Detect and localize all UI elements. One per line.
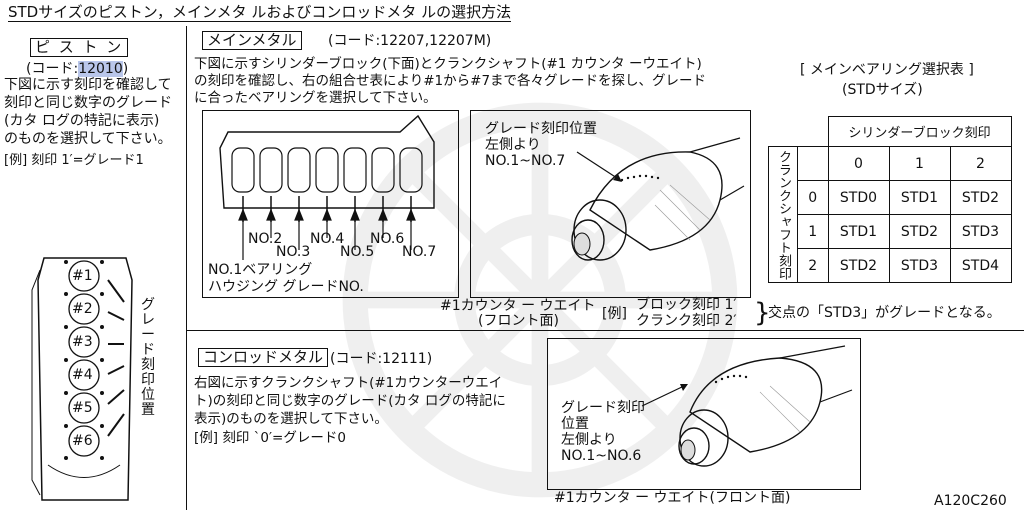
cylinder-block-top-view: [31, 257, 133, 501]
crankshaft-counterweight-main: [571, 137, 745, 261]
main-metal-heading: メインメタル: [202, 31, 302, 50]
journal-no3: NO.3: [276, 244, 311, 260]
main-metal-code: (コード:12207,12207M): [328, 33, 492, 49]
cell: STD0: [827, 180, 890, 215]
journal-no6: NO.6: [370, 231, 405, 247]
conrod-grade-line-2: 位置: [561, 416, 589, 432]
piston-code: (コード:12010): [26, 61, 129, 77]
conrod-grade-line-4: NO.1~NO.6: [561, 448, 642, 464]
page-title: STDサイズのピストン，メインメタ ルおよびコンロッドメタ ルの選択方法: [8, 3, 512, 22]
crank-grade-position-3: NO.1~NO.7: [485, 153, 566, 169]
row-1-label: 1: [797, 214, 829, 249]
cylinder-5-label: #5: [72, 400, 93, 416]
vertical-divider: [186, 26, 187, 510]
cylinder-6-label: #6: [72, 433, 93, 449]
conrod-caption: #1カウンタ ー ウエイト(フロント面): [554, 490, 791, 506]
journal-no4: NO.4: [310, 231, 345, 247]
conrod-grade-leader: [641, 384, 688, 407]
crank-caption-2: (フロント面): [478, 313, 559, 329]
piston-example: [例] 刻印 1′=グレード1: [4, 153, 144, 168]
conrod-example: [例] 刻印 `0′=グレード0: [194, 430, 346, 446]
cylinder-block-underside: [219, 114, 435, 222]
main-metal-desc-3: に合ったベアリングを選択して下さい。: [194, 90, 437, 106]
cell: STD2: [949, 180, 1012, 215]
conrod-desc-3: 表示)のものを選択して下さい。: [194, 411, 388, 427]
journal-no7: NO.7: [402, 244, 437, 260]
conrod-grade-line-1: グレード刻印: [561, 400, 645, 416]
piston-desc-3: (カタ ログの特記に表示): [4, 113, 160, 129]
crank-caption-1: #1カウンタ ー ウエイト: [440, 298, 596, 314]
col-0: 0: [827, 146, 890, 181]
bearing-table-title: [ メインベアリング選択表 ]: [800, 62, 974, 78]
example-block-mark: ブロック刻印 1′: [636, 297, 737, 313]
conrod-code: (コード:12111): [330, 351, 433, 367]
grade-position-vertical-label: グ レ ー ド 刻 印 位 置: [141, 297, 155, 418]
crankshaft-counterweight-conrod: [678, 345, 853, 467]
conrod-grade-line-3: 左側より: [561, 432, 617, 448]
cell: STD1: [888, 180, 951, 215]
conrod-desc-1: 右図に示すクランクシャフト(#1カウンターウエイ: [194, 375, 503, 391]
conrod-heading: コンロッドメタル: [198, 348, 329, 367]
figure-id: A120C260: [934, 493, 1007, 509]
cell: STD4: [949, 248, 1012, 283]
example-brace: }: [754, 298, 771, 328]
cylinder-3-label: #3: [72, 334, 93, 350]
piston-desc-4: のものを選択して下さい。: [4, 131, 172, 147]
row-0-label: 0: [797, 180, 829, 215]
cell: STD2: [827, 248, 890, 283]
journal-no5: NO.5: [340, 244, 375, 260]
cylinder-2-label: #2: [72, 301, 93, 317]
col-2: 2: [949, 146, 1012, 181]
journal-leader-lines: [238, 208, 416, 260]
crest-watermark: [342, 102, 738, 498]
piston-desc-2: 刻印と同じ数字のグレード: [4, 95, 172, 111]
cell: STD3: [888, 248, 951, 283]
piston-heading: ピ ス ト ン: [30, 38, 129, 57]
bearing-selection-table: シリンダーブロック刻印 クランクシャフト刻印 0 1 2 0 STD0 STD1…: [768, 116, 1012, 283]
conrod-desc-2: ト)の刻印と同じ数字のグレード(カタ ログの特記に: [194, 393, 506, 409]
crank-grade-position-2: 左側より: [485, 137, 541, 153]
block-mark-header: シリンダーブロック刻印: [827, 116, 1012, 147]
journal-no2: NO.2: [248, 231, 283, 247]
crank-mark-header: クランクシャフト刻印: [768, 146, 798, 283]
horizontal-divider: [186, 330, 1024, 331]
cell: STD1: [827, 214, 890, 249]
piston-code-value: 12010: [78, 61, 123, 77]
bearing-table-subtitle: (STDサイズ): [842, 82, 923, 98]
example-tag: [例]: [602, 306, 627, 322]
block-underside-figure-frame: [202, 110, 459, 298]
piston-desc-1: 下図に示す刻印を確認して: [4, 77, 172, 93]
row-2-label: 2: [797, 248, 829, 283]
housing-grade-label-1: NO.1ベアリング: [208, 262, 313, 278]
cylinder-4-label: #4: [72, 367, 93, 383]
cylinder-1-label: #1: [72, 268, 93, 284]
crank-grade-position-1: グレード刻印位置: [485, 121, 597, 137]
example-crank-mark: クランク刻印 2′: [636, 313, 737, 329]
example-result: 交点の「STD3」がグレードとなる。: [768, 305, 1001, 321]
housing-grade-label-2: ハウジング グレードNO.: [208, 279, 364, 295]
conrod-crank-figure-frame: [547, 338, 861, 490]
crank-figure-frame: [470, 110, 751, 298]
cell: STD2: [888, 214, 951, 249]
crank-grade-leader: [576, 151, 622, 182]
main-metal-desc-1: 下図に示すシリンダーブロック(下面)とクランクシャフト(#1 カウンタ ーウエイ…: [194, 56, 702, 72]
cell: STD3: [949, 214, 1012, 249]
col-1: 1: [888, 146, 951, 181]
main-metal-desc-2: の刻印を確認し、右の組合せ表により#1から#7まで各々グレードを探し、グレード: [194, 73, 707, 89]
